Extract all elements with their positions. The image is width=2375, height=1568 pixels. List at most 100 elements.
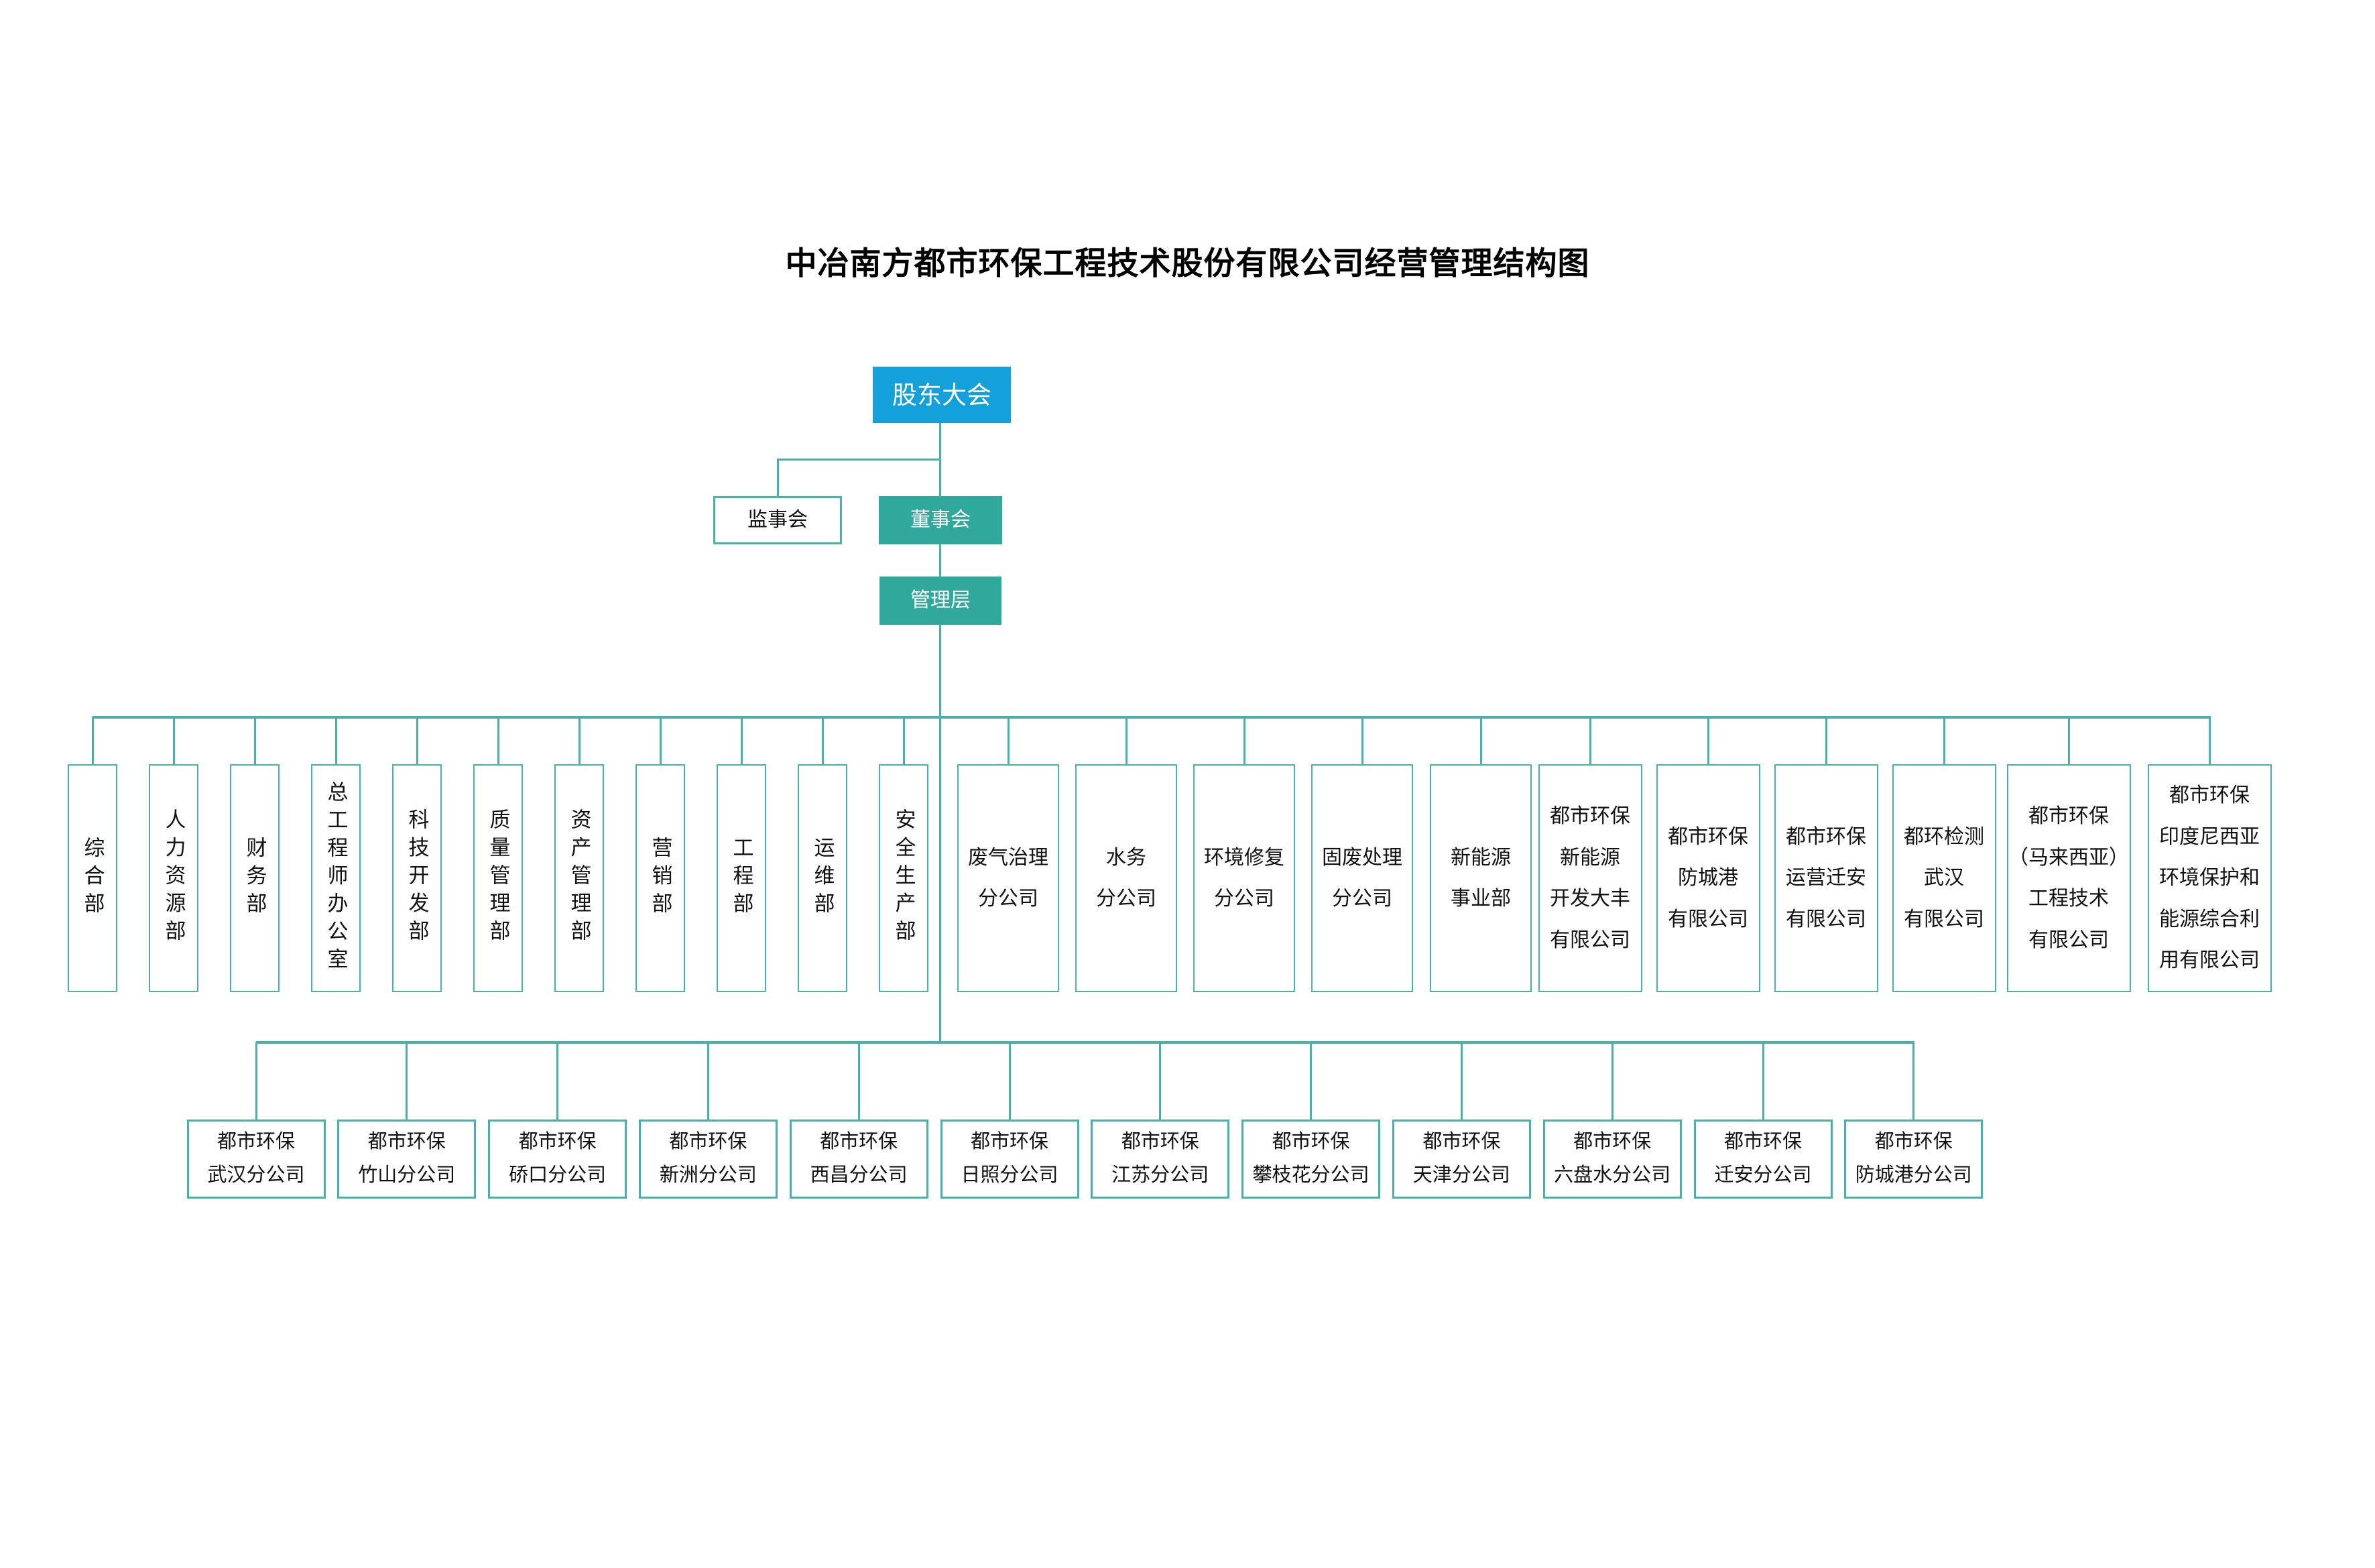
branch-label-5: 都市环保 日照分公司 [961,1131,1058,1186]
connector-drop-dept-12 [1125,717,1128,764]
branch-label-6: 都市环保 江苏分公司 [1111,1131,1209,1186]
branch-box-7: 都市环保 攀枝花分公司 [1241,1120,1381,1199]
connector-drop-dept-14 [1361,717,1363,764]
connector-drop-dept-5 [497,717,499,764]
dept-box-14: 固废处理 分公司 [1311,764,1413,992]
dept-box-20: 都市环保 （马来西亚） 工程技术 有限公司 [2006,764,2131,992]
connector-drop-branch-10 [1762,1042,1764,1120]
connector-directors-to-management [939,544,941,578]
connector-drop-dept-17 [1707,717,1709,764]
connector-drop-branch-3 [707,1042,709,1120]
dept-label-0: 综合部 [80,836,105,920]
connector-management-to-branches [939,625,941,1044]
connector-drop-dept-0 [91,717,94,764]
distribution-line-branches [256,1041,1914,1044]
connector-drop-branch-6 [1159,1042,1162,1120]
connector-drop-dept-10 [902,717,905,764]
dept-box-8: 工程部 [717,764,766,992]
branch-label-8: 都市环保 天津分公司 [1412,1131,1510,1186]
branch-label-1: 都市环保 竹山分公司 [358,1131,456,1186]
branch-box-4: 都市环保 西昌分公司 [789,1120,928,1199]
dept-box-17: 都市环保 防城港 有限公司 [1656,764,1760,992]
dept-label-17: 都市环保 防城港 有限公司 [1668,825,1748,930]
connector-drop-branch-1 [406,1042,408,1120]
dept-label-21: 都市环保 印度尼西亚 环境保护和 能源综合利 用有限公司 [2159,784,2260,972]
dept-box-3: 总工程师办公室 [311,764,361,992]
connector-drop-branch-0 [255,1042,257,1120]
branch-box-1: 都市环保 竹山分公司 [337,1120,477,1199]
connector-drop-dept-9 [821,717,824,764]
dept-label-19: 都环检测 武汉 有限公司 [1904,825,1984,930]
dept-box-19: 都环检测 武汉 有限公司 [1892,764,1996,992]
dept-label-3: 总工程师办公室 [324,780,348,976]
connector-branch-to-supervisory [777,459,941,461]
dept-box-6: 资产管理部 [554,764,604,992]
node-board-of-directors: 董事会 [879,496,1002,544]
dept-label-12: 水务 分公司 [1096,846,1156,910]
connector-drop-dept-3 [334,717,337,764]
branch-label-9: 都市环保 六盘水分公司 [1554,1131,1671,1186]
dept-label-4: 科技开发部 [405,808,429,948]
connector-drop-branch-11 [1912,1042,1915,1120]
branch-label-3: 都市环保 新洲分公司 [659,1131,757,1186]
dept-label-14: 固废处理 分公司 [1322,846,1402,910]
dept-label-5: 质量管理部 [486,808,510,948]
connector-drop-branch-9 [1611,1042,1613,1120]
connector-drop-dept-18 [1825,717,1827,764]
dept-box-10: 安全生产部 [879,764,928,992]
dept-box-21: 都市环保 印度尼西亚 环境保护和 能源综合利 用有限公司 [2147,764,2272,992]
dept-label-16: 都市环保 新能源 开发大丰 有限公司 [1550,805,1630,951]
connector-drop-dept-2 [253,717,256,764]
connector-drop-dept-11 [1007,717,1010,764]
connector-drop-dept-1 [172,717,175,764]
node-shareholders-label: 股东大会 [892,381,991,409]
dept-box-4: 科技开发部 [392,764,442,992]
branch-label-2: 都市环保 硚口分公司 [509,1131,607,1186]
branch-label-11: 都市环保 防城港分公司 [1855,1131,1972,1186]
dept-box-13: 环境修复 分公司 [1193,764,1295,992]
dept-label-2: 财务部 [243,836,267,920]
connector-drop-dept-15 [1479,717,1482,764]
dept-label-8: 工程部 [729,836,753,920]
dept-box-15: 新能源 事业部 [1430,764,1532,992]
dept-label-1: 人力资源部 [162,808,186,948]
connector-drop-dept-13 [1243,717,1245,764]
dept-box-2: 财务部 [230,764,280,992]
node-management-label: 管理层 [910,589,971,611]
branch-box-9: 都市环保 六盘水分公司 [1542,1120,1682,1199]
connector-drop-dept-19 [1943,717,1945,764]
connector-drop-branch-8 [1460,1042,1463,1120]
connector-drop-branch-4 [857,1042,860,1120]
branch-box-6: 都市环保 江苏分公司 [1091,1120,1230,1199]
dept-label-15: 新能源 事业部 [1451,846,1511,910]
branch-label-7: 都市环保 攀枝花分公司 [1252,1131,1369,1186]
branch-box-10: 都市环保 迁安分公司 [1693,1120,1833,1199]
dept-box-7: 营销部 [635,764,685,992]
connector-drop-branch-5 [1008,1042,1011,1120]
node-shareholders-meeting: 股东大会 [873,367,1011,423]
branch-box-0: 都市环保 武汉分公司 [186,1120,326,1199]
dept-label-11: 废气治理 分公司 [968,846,1048,910]
branch-label-4: 都市环保 西昌分公司 [810,1131,908,1186]
chart-title: 中冶南方都市环保工程技术股份有限公司经营管理结构图 [785,245,1590,281]
branch-box-3: 都市环保 新洲分公司 [638,1120,778,1199]
connector-drop-supervisory [777,459,779,497]
branch-label-10: 都市环保 迁安分公司 [1714,1131,1812,1186]
connector-drop-dept-21 [2208,717,2211,764]
branch-box-8: 都市环保 天津分公司 [1392,1120,1531,1199]
dept-box-18: 都市环保 运营迁安 有限公司 [1774,764,1878,992]
dept-label-6: 资产管理部 [567,808,591,948]
dept-label-9: 运维部 [810,836,835,920]
branch-box-11: 都市环保 防城港分公司 [1844,1120,1984,1199]
dept-label-20: 都市环保 （马来西亚） 工程技术 有限公司 [2008,805,2129,951]
connector-drop-dept-20 [2067,717,2070,764]
branch-box-5: 都市环保 日照分公司 [940,1120,1079,1199]
branch-box-2: 都市环保 硚口分公司 [488,1120,627,1199]
connector-drop-dept-8 [740,717,743,764]
dept-box-9: 运维部 [798,764,847,992]
dept-box-11: 废气治理 分公司 [957,764,1059,992]
dept-box-1: 人力资源部 [149,764,198,992]
distribution-line-departments [93,716,2211,719]
connector-drop-branch-2 [556,1042,559,1120]
connector-drop-dept-16 [1589,717,1591,764]
